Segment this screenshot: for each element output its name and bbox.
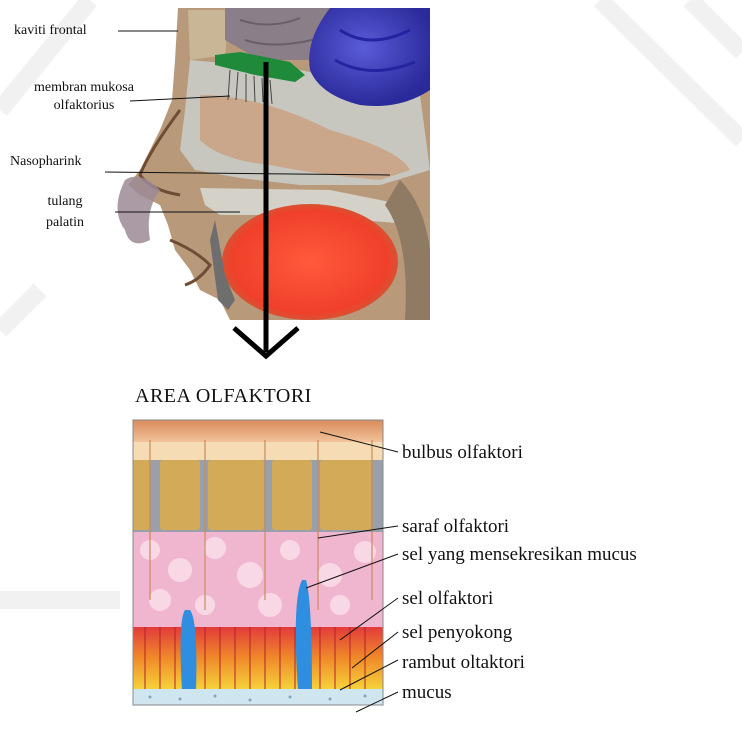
supporting-cell-label: sel penyokong: [402, 622, 512, 644]
mucus-secreting-cell-label: sel yang mensekresikan mucus: [402, 544, 637, 566]
olfactory-bulb-label: bulbus olfaktori: [402, 442, 523, 464]
mucus-label: mucus: [402, 682, 452, 704]
olfactory-cell-label: sel olfaktori: [402, 588, 493, 610]
olfactory-hair-label: rambut oltaktori: [402, 652, 525, 674]
olfactory-nerve-label: saraf olfaktori: [402, 516, 509, 538]
